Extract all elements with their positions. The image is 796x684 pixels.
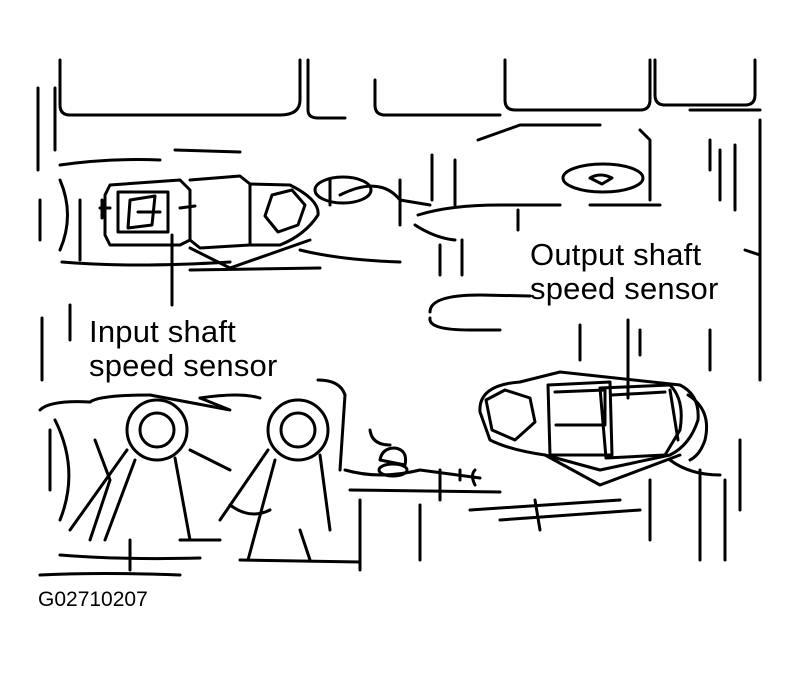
input-sensor-label-line2: speed sensor <box>89 348 278 383</box>
case-lower-outline <box>38 393 742 577</box>
figure-id: G02710207 <box>38 588 148 611</box>
output-sensor-label-line1: Output shaft <box>530 237 702 272</box>
case-top-outline <box>36 58 762 382</box>
output-sensor-drawing <box>478 318 709 487</box>
input-sensor-drawing <box>98 148 320 307</box>
input-shaft-speed-sensor-label: Input shaft speed sensor <box>89 315 278 383</box>
input-sensor-label-line1: Input shaft <box>89 314 236 349</box>
output-shaft-speed-sensor-label: Output shaft speed sensor <box>530 238 719 306</box>
output-sensor-label-line2: speed sensor <box>530 271 719 306</box>
case-mid-outline <box>38 108 762 397</box>
